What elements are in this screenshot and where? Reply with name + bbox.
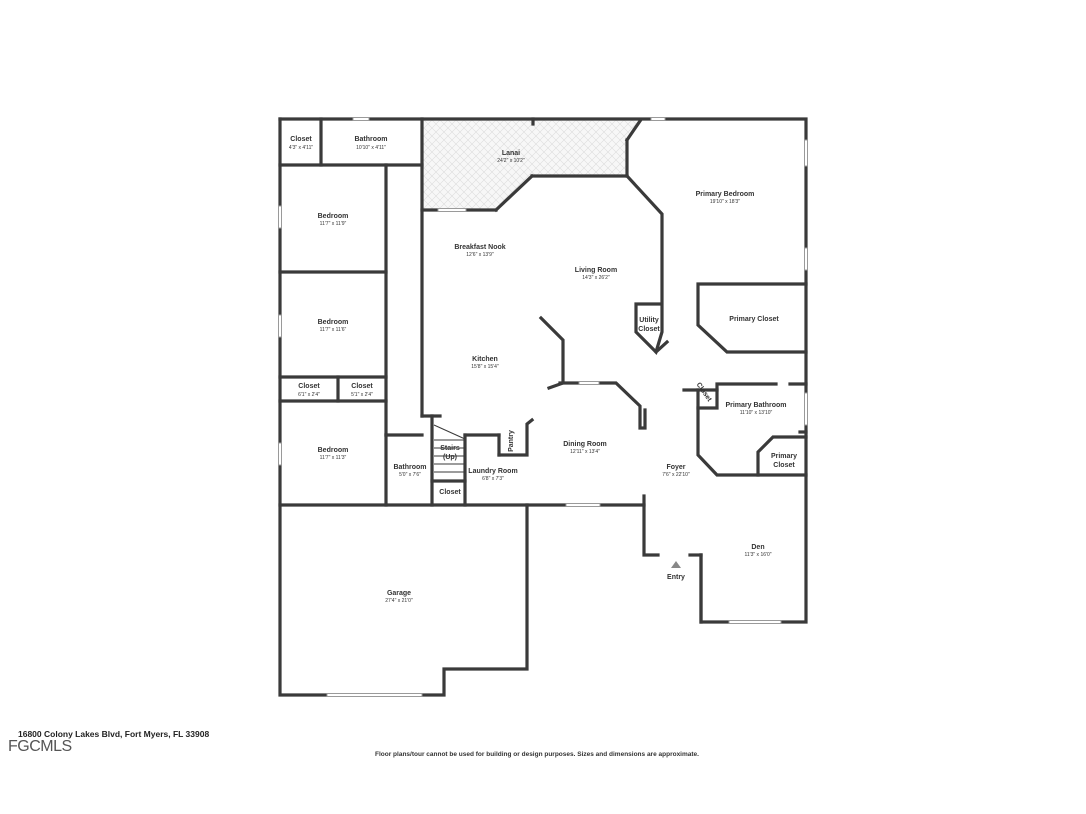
- garage-label: Garage: [387, 590, 411, 597]
- mls-logo: FGCMLS: [8, 738, 72, 755]
- closet-b-label: Closet: [351, 383, 373, 390]
- floorplan-disclaimer: Floor plans/tour cannot be used for buil…: [375, 751, 699, 758]
- closet-a-label: Closet: [298, 383, 320, 390]
- entry-label: Entry: [667, 574, 685, 581]
- bathroom-top-dim: 10'10" x 4'11": [356, 145, 386, 151]
- room-labels: Closet 4'3" x 4'11" Bathroom 10'10" x 4'…: [289, 136, 797, 604]
- primary-closet-small-label-2: Closet: [773, 462, 795, 469]
- primary-bathroom-label: Primary Bathroom: [725, 402, 786, 409]
- kitchen-label: Kitchen: [472, 356, 498, 363]
- lanai-label: Lanai: [502, 150, 520, 157]
- lanai-floor: [422, 120, 640, 210]
- windows: [278, 117, 808, 697]
- dining-room-dim: 12'11" x 13'4": [570, 449, 600, 455]
- foyer-dim: 7'6" x 22'10": [662, 472, 690, 478]
- primary-bedroom-label: Primary Bedroom: [696, 191, 755, 198]
- bedroom-2-dim: 11'7" x 11'6": [320, 327, 347, 333]
- garage-dim: 27'4" x 21'0": [385, 598, 413, 604]
- lanai-dim: 24'2" x 10'2": [497, 158, 525, 164]
- breakfast-nook-dim: 12'6" x 13'9": [466, 252, 494, 258]
- living-room-dim: 14'3" x 26'2": [582, 275, 610, 281]
- closet-a-dim: 6'1" x 2'4": [298, 392, 320, 398]
- closet-top-dim: 4'3" x 4'11": [289, 145, 313, 151]
- primary-closet-small-label-1: Primary: [771, 453, 797, 460]
- bedroom-3-dim: 11'7" x 11'3": [320, 455, 347, 461]
- pantry-label: Pantry: [508, 430, 515, 452]
- laundry-room-dim: 6'8" x 7'3": [482, 476, 504, 482]
- entry-arrow-icon: [671, 561, 681, 568]
- den-dim: 11'3" x 16'0": [744, 552, 771, 558]
- bedroom-2-label: Bedroom: [318, 319, 349, 326]
- primary-closet-label: Primary Closet: [729, 316, 779, 323]
- interior-walls: [278, 117, 808, 624]
- primary-bathroom-dim: 11'10" x 13'10": [740, 410, 773, 416]
- bathroom-top-label: Bathroom: [354, 136, 387, 143]
- primary-bedroom-dim: 19'10" x 18'3": [710, 199, 740, 205]
- stairs: [433, 424, 466, 473]
- laundry-room-label: Laundry Room: [468, 468, 517, 475]
- bathroom-small-dim: 5'0" x 7'6": [399, 472, 421, 478]
- bedroom-1-dim: 11'7" x 11'9": [320, 221, 347, 227]
- utility-closet-label-1: Utility: [639, 317, 659, 324]
- closet-b-dim: 5'1" x 2'4": [351, 392, 373, 398]
- den-label: Den: [751, 544, 764, 551]
- dining-room-label: Dining Room: [563, 441, 607, 448]
- closet-top-label: Closet: [290, 136, 312, 143]
- living-room-label: Living Room: [575, 267, 617, 274]
- property-address: 16800 Colony Lakes Blvd, Fort Myers, FL …: [18, 729, 210, 739]
- breakfast-nook-label: Breakfast Nook: [454, 244, 505, 251]
- closet-small-label: Closet: [439, 489, 461, 496]
- kitchen-dim: 15'8" x 15'4": [471, 364, 499, 370]
- stairs-label-2: (Up): [443, 454, 457, 461]
- foyer-label: Foyer: [666, 464, 685, 471]
- utility-closet-label-2: Closet: [638, 326, 660, 333]
- stairs-label-1: Stairs: [440, 445, 460, 452]
- bedroom-3-label: Bedroom: [318, 447, 349, 454]
- bathroom-small-label: Bathroom: [393, 464, 426, 471]
- bedroom-1-label: Bedroom: [318, 213, 349, 220]
